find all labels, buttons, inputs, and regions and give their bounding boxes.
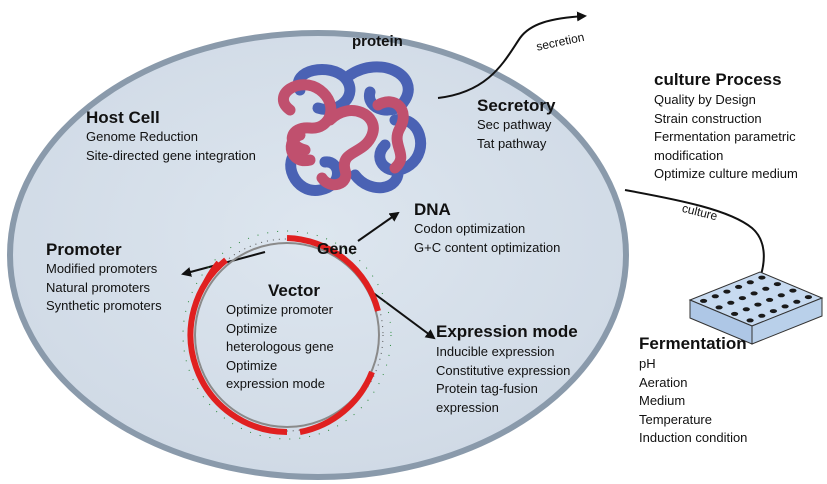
protein-structure-icon — [278, 61, 427, 196]
expression-mode-item: Inducible expression — [436, 344, 555, 359]
microplate-icon — [688, 271, 824, 345]
culture-process-item: Quality by Design — [654, 92, 756, 107]
microplate-well — [715, 305, 723, 310]
promoter-title: Promoter — [46, 240, 122, 259]
culture-connector — [624, 189, 765, 279]
gene-label: Gene — [317, 241, 358, 258]
fermentation-item: pH — [639, 356, 656, 371]
microplate-well — [781, 304, 789, 309]
vector-item: Optimize — [226, 320, 278, 336]
microplate-well — [773, 282, 782, 287]
secretory-item: Tat pathway — [477, 135, 547, 151]
culture-process-list: Quality by Design Strain construction Fe… — [654, 91, 798, 184]
culture-process-item: Fermentation parametric — [654, 129, 796, 144]
dna-item: Codon optimization — [414, 221, 526, 236]
gene-to-dna-arrow — [357, 211, 400, 242]
microplate-well — [735, 284, 743, 289]
microplate-well — [804, 295, 813, 300]
microplate-well — [758, 275, 766, 280]
vector-item: Optimize — [226, 357, 278, 373]
culture-process-item: Optimize culture medium — [654, 166, 798, 181]
fermentation-item: Temperature — [639, 411, 712, 427]
dna-title: DNA — [414, 200, 451, 219]
secretion-arrow — [437, 11, 587, 99]
protein-label: protein — [352, 33, 403, 50]
microplate-well — [742, 307, 750, 312]
dna-list: Codon optimization G+C content optimizat… — [414, 220, 560, 257]
expression-mode-title: Expression mode — [436, 322, 578, 341]
microplate-well — [766, 297, 774, 302]
fermentation-item: Medium — [639, 393, 686, 408]
fermentation-item: Induction condition — [639, 430, 748, 445]
expression-mode-item: Protein tag-fusion — [436, 381, 538, 396]
expression-mode-list: Inducible expression Constitutive expres… — [436, 343, 570, 417]
culture-process-title: culture Process — [654, 70, 782, 89]
secretory-list: Sec pathway Tat pathway — [477, 116, 551, 153]
vector-list: Optimize promoter Optimize heterologous … — [226, 301, 334, 394]
host-cell-item: Site-directed gene integration — [86, 147, 256, 163]
microplate-well — [723, 289, 731, 294]
promoter-list: Modified promoters Natural promoters Syn… — [46, 260, 162, 316]
microplate-well — [754, 302, 762, 307]
vector-to-expression-arrow — [371, 291, 436, 340]
vector-item: Optimize promoter — [226, 302, 333, 317]
dna-item: G+C content optimization — [414, 239, 561, 255]
plasmid-map — [182, 230, 392, 440]
host-cell-membrane — [7, 30, 629, 480]
fermentation-title: Fermentation — [639, 334, 747, 353]
microplate-well — [731, 311, 739, 316]
expression-mode-item: Constitutive expression — [436, 362, 571, 378]
promoter-item: Natural promoters — [46, 279, 151, 295]
microplate-well — [762, 286, 770, 291]
secretory-item: Sec pathway — [477, 117, 552, 132]
fermentation-item: Aeration — [639, 374, 688, 390]
microplate-well — [758, 313, 766, 318]
fermentation-list: pH Aeration Medium Temperature Induction… — [639, 355, 747, 448]
culture-process-item: Strain construction — [654, 110, 762, 126]
secretory-title: Secretory — [477, 96, 556, 115]
host-cell-item: Genome Reduction — [86, 129, 199, 144]
promoter-item: Modified promoters — [46, 261, 158, 276]
microplate-well — [769, 309, 778, 314]
microplate-well — [700, 298, 708, 303]
microplate-well — [777, 293, 785, 298]
microplate-well — [750, 291, 758, 296]
microplate-well — [711, 294, 719, 299]
microplate-well — [727, 300, 735, 305]
vector-title: Vector — [268, 281, 320, 300]
microplate-well — [746, 280, 754, 285]
vector-item: expression mode — [226, 376, 325, 391]
promoter-item: Synthetic promoters — [46, 298, 162, 313]
microplate-well — [746, 318, 754, 323]
microplate-well — [793, 299, 801, 304]
culture-process-item: modification — [654, 147, 724, 163]
microplate-well — [789, 288, 797, 293]
expression-mode-item: expression — [436, 399, 499, 415]
host-cell-title: Host Cell — [86, 108, 160, 127]
vector-item: heterologous gene — [226, 339, 334, 354]
microplate-well — [738, 296, 747, 301]
host-cell-list: Genome Reduction Site-directed gene inte… — [86, 128, 256, 165]
